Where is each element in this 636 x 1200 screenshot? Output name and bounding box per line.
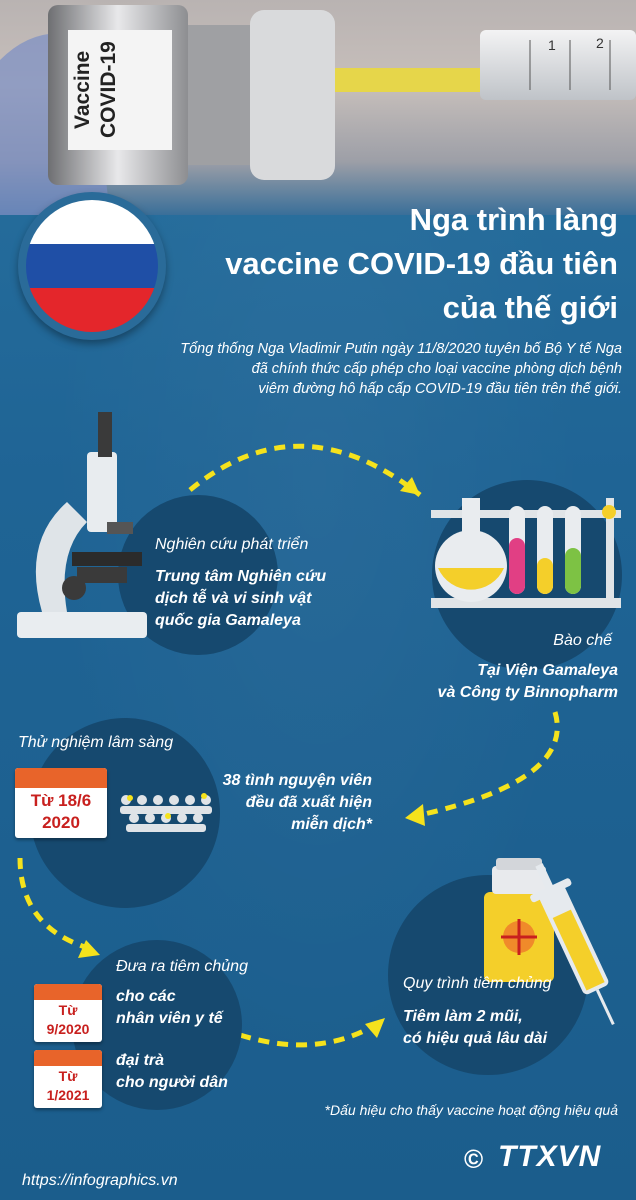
footer-url[interactable]: https://infographics.vn [22,1172,178,1189]
rollout-detail-2: đại trà cho người dân [116,1052,228,1091]
arrow-rollout-to-process [239,1019,382,1048]
arrow-production-to-trial [419,711,560,818]
ttxvn-logo: © TTXVN [464,1140,624,1184]
process-detail: Tiêm làm 2 mũi, có hiệu quả lâu dài [403,1008,548,1047]
logo-text: TTXVN [498,1140,602,1173]
microscope-icon [17,412,147,638]
footnote: *Dấu hiệu cho thấy vaccine hoạt động hiệ… [324,1102,618,1118]
vaccine-vial-syringe-illustration: 1 2 [0,5,636,215]
trial-calendar-icon: Từ 18/6 2020 [15,768,107,838]
trial-label: Thử nghiệm lâm sàng [18,734,174,751]
lab-flask-test-tubes-icon [431,498,621,608]
rollout-label: Đưa ra tiêm chủng [116,958,248,975]
research-label: Nghiên cứu phát triển [155,536,309,553]
research-detail: Trung tâm Nghiên cứu dịch tễ và vi sinh … [155,568,327,629]
vaccine-bottle-syringe-icon [484,858,615,1026]
production-detail: Tại Viện Gamaleya và Công ty Binnopharm [437,662,618,701]
arrow-trial-to-rollout [17,857,96,953]
russia-flag-icon [18,192,166,340]
rollout-detail-1: cho các nhân viên y tế [116,988,223,1027]
volunteers-group-icon [120,793,212,832]
trial-detail: 38 tình nguyện viên đều đã xuất hiện miễ… [222,772,372,833]
arrow-research-to-production [188,443,422,497]
intro-text: Tổng thống Nga Vladimir Putin ngày 11/8/… [180,341,622,397]
rollout-calendar-1-icon: Từ 9/2020 [34,984,102,1042]
page-title: Nga trình làng vaccine COVID-19 đầu tiên… [225,202,618,325]
header-photo: 1 2 Vaccine COVID-19 [0,0,636,215]
svg-text:2: 2 [596,35,604,51]
copyright-icon: © [464,1144,484,1174]
production-label: Bào chế [553,632,612,649]
svg-text:1: 1 [548,37,556,53]
process-label: Quy trình tiêm chủng [403,975,552,992]
rollout-calendar-2-icon: Từ 1/2021 [34,1050,102,1108]
